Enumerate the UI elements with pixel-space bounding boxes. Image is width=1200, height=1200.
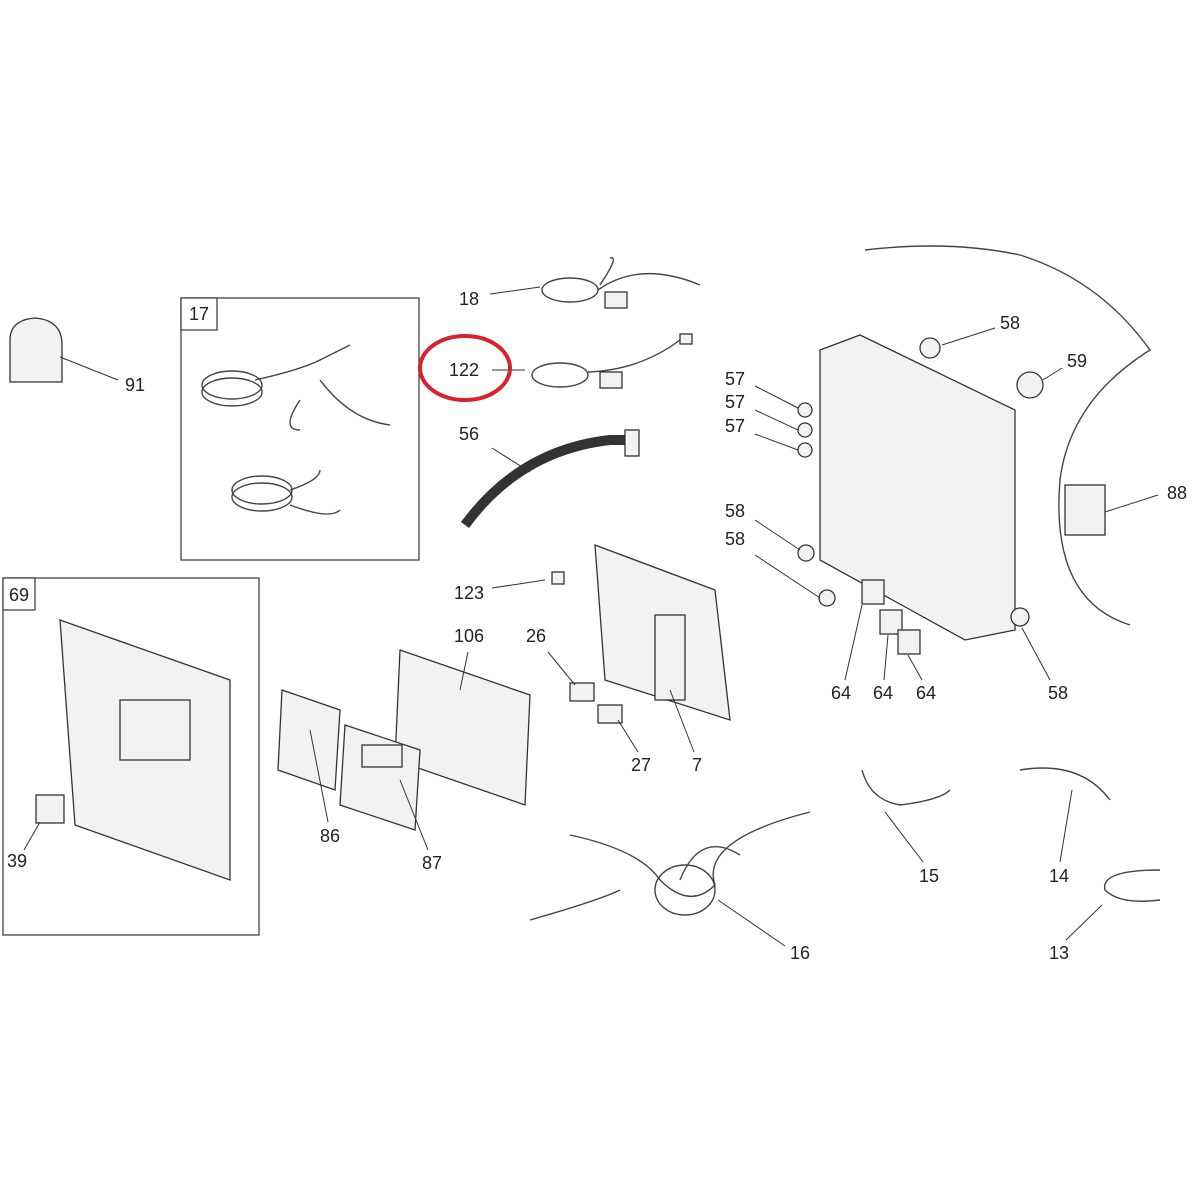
leader-line <box>754 409 799 431</box>
part-88-transformer <box>1064 484 1106 536</box>
leader-line <box>1065 904 1103 941</box>
part-59 <box>1016 371 1044 399</box>
callout-59: 59 <box>1067 351 1087 371</box>
callout-26: 26 <box>526 626 546 646</box>
leader-line <box>754 554 821 599</box>
part-122-cable <box>531 333 693 389</box>
callout-91: 91 <box>125 375 145 395</box>
part-27 <box>597 704 623 724</box>
callout-7: 7 <box>692 755 702 775</box>
part-14-cable <box>1019 767 1111 801</box>
part-17-cables <box>201 344 391 515</box>
leader-line <box>547 651 576 686</box>
leader-line <box>754 519 801 551</box>
part-106-panel <box>394 649 531 806</box>
callout-122: 122 <box>449 360 479 380</box>
part-drawings <box>9 245 1161 921</box>
leader-line <box>617 719 639 753</box>
part-15-cable <box>861 769 951 806</box>
part-18-cable <box>541 257 701 309</box>
kit-box-69: 69 <box>2 577 260 936</box>
part-58-b <box>818 589 836 607</box>
leader-line <box>459 651 469 691</box>
part-16-harness <box>529 811 811 921</box>
part-57-grommets <box>797 402 813 458</box>
leader-line <box>1042 367 1063 381</box>
leader-line <box>941 327 996 346</box>
part-58-d <box>1010 607 1030 627</box>
callout-57: 57 <box>725 392 745 412</box>
leader-line <box>754 433 799 451</box>
leader-line <box>1059 789 1073 863</box>
leader-line <box>884 811 924 863</box>
part-56-connector <box>624 429 640 457</box>
leader-line <box>1104 494 1159 513</box>
callout-18: 18 <box>459 289 479 309</box>
callout-123: 123 <box>454 583 484 603</box>
electrical-box <box>819 334 1016 641</box>
leader-line <box>883 634 889 681</box>
part-harness-88 <box>864 245 1152 626</box>
callout-39: 39 <box>7 851 27 871</box>
leader-line <box>23 821 41 851</box>
part-64-glands <box>861 579 921 655</box>
callout-16: 16 <box>790 943 810 963</box>
leader-line <box>491 579 546 589</box>
callout-106: 106 <box>454 626 484 646</box>
leader-line <box>1021 627 1051 681</box>
callout-64: 64 <box>831 683 851 703</box>
part-56-ribbon-cable <box>460 435 630 528</box>
part-7-connector <box>654 614 686 701</box>
callout-64: 64 <box>916 683 936 703</box>
leader-line <box>59 356 119 381</box>
callout-14: 14 <box>1049 866 1069 886</box>
part-123 <box>551 571 565 585</box>
part-91-cover <box>9 317 63 383</box>
leader-line <box>844 604 863 681</box>
callout-57: 57 <box>725 369 745 389</box>
kit-box-label: 69 <box>9 585 29 605</box>
kit-box-17: 17 <box>180 297 420 561</box>
leader-line <box>309 729 329 823</box>
leader-line <box>717 899 786 947</box>
callouts: 91 18 122 56 123 106 26 27 7 86 87 39 57 57 57 58 58 58 59… <box>7 286 1187 963</box>
callout-64: 64 <box>873 683 893 703</box>
part-86-board <box>277 689 341 791</box>
callout-58: 58 <box>1000 313 1020 333</box>
leader-line <box>669 689 695 753</box>
callout-15: 15 <box>919 866 939 886</box>
part-39-switch <box>35 794 65 824</box>
callout-86: 86 <box>320 826 340 846</box>
callout-27: 27 <box>631 755 651 775</box>
part-69-display <box>119 699 191 761</box>
leader-line <box>754 385 799 409</box>
leader-line <box>489 286 541 295</box>
leader-line <box>907 654 923 681</box>
part-58-a <box>797 544 815 562</box>
part-26 <box>569 682 595 702</box>
callout-58: 58 <box>725 501 745 521</box>
leader-line <box>399 779 429 851</box>
part-58-c <box>919 337 941 359</box>
leader-line <box>491 447 531 473</box>
callout-13: 13 <box>1049 943 1069 963</box>
callout-56: 56 <box>459 424 479 444</box>
kit-box-label: 17 <box>189 304 209 324</box>
callout-58: 58 <box>1048 683 1068 703</box>
callout-57: 57 <box>725 416 745 436</box>
highlight-circle-122 <box>418 334 512 402</box>
callout-87: 87 <box>422 853 442 873</box>
callout-88: 88 <box>1167 483 1187 503</box>
part-13-cable <box>1103 869 1161 902</box>
callout-58: 58 <box>725 529 745 549</box>
